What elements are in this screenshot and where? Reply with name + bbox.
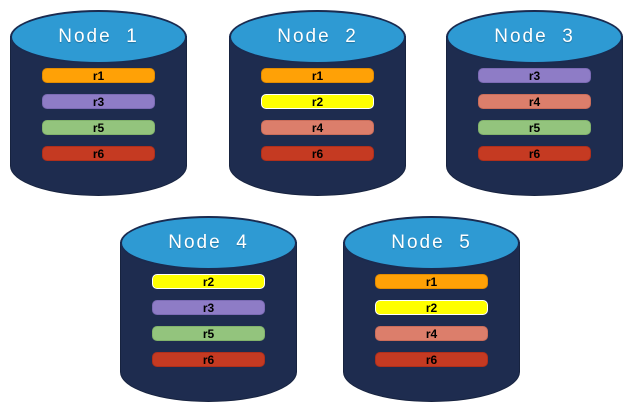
node-cylinder-3: Node 3 r3 r4 r5 r6 xyxy=(446,10,623,196)
cylinder-top: Node 5 xyxy=(343,216,520,270)
replica-bar: r6 xyxy=(375,352,488,367)
replica-label: r2 xyxy=(311,94,324,109)
replica-list: r1 r2 r4 r6 xyxy=(229,68,406,161)
replica-label: r6 xyxy=(425,352,438,367)
replica-label: r6 xyxy=(202,352,215,367)
replica-bar: r6 xyxy=(42,146,155,161)
cylinder-top: Node 2 xyxy=(229,10,406,64)
replica-bar: r1 xyxy=(261,68,374,83)
replica-bar: r1 xyxy=(42,68,155,83)
replica-label: r6 xyxy=(92,146,105,161)
replica-label: r3 xyxy=(92,94,105,109)
replica-label: r1 xyxy=(92,68,105,83)
replica-label: r1 xyxy=(311,68,324,83)
node-title: Node 3 xyxy=(494,26,575,47)
replica-bar: r3 xyxy=(478,68,591,83)
replica-bar: r6 xyxy=(261,146,374,161)
replica-bar: r3 xyxy=(152,300,265,315)
replica-bar: r2 xyxy=(261,94,374,109)
replica-label: r6 xyxy=(311,146,324,161)
cylinder-top: Node 3 xyxy=(446,10,623,64)
replica-list: r1 r3 r5 r6 xyxy=(10,68,187,161)
replica-label: r5 xyxy=(92,120,105,135)
replica-list: r1 r2 r4 r6 xyxy=(343,274,520,367)
replica-label: r3 xyxy=(528,68,541,83)
replica-list: r2 r3 r5 r6 xyxy=(120,274,297,367)
replica-bar: r5 xyxy=(152,326,265,341)
replica-label: r4 xyxy=(425,326,438,341)
replica-label: r4 xyxy=(311,120,324,135)
replica-bar: r4 xyxy=(478,94,591,109)
replica-bar: r3 xyxy=(42,94,155,109)
node-cylinder-4: Node 4 r2 r3 r5 r6 xyxy=(120,216,297,402)
replica-label: r3 xyxy=(202,300,215,315)
replica-bar: r2 xyxy=(152,274,265,289)
node-cylinder-1: Node 1 r1 r3 r5 r6 xyxy=(10,10,187,196)
replica-label: r5 xyxy=(528,120,541,135)
replica-bar: r6 xyxy=(478,146,591,161)
replica-bar: r4 xyxy=(375,326,488,341)
replica-bar: r1 xyxy=(375,274,488,289)
replica-label: r4 xyxy=(528,94,541,109)
replica-label: r5 xyxy=(202,326,215,341)
replica-bar: r6 xyxy=(152,352,265,367)
node-cylinder-2: Node 2 r1 r2 r4 r6 xyxy=(229,10,406,196)
replica-bar: r4 xyxy=(261,120,374,135)
replica-bar: r5 xyxy=(42,120,155,135)
node-cylinder-5: Node 5 r1 r2 r4 r6 xyxy=(343,216,520,402)
node-title: Node 1 xyxy=(58,26,139,47)
node-title: Node 4 xyxy=(168,232,249,253)
replica-bar: r2 xyxy=(375,300,488,315)
node-title: Node 2 xyxy=(277,26,358,47)
cylinder-top: Node 4 xyxy=(120,216,297,270)
replica-label: r2 xyxy=(425,300,438,315)
replica-label: r2 xyxy=(202,274,215,289)
cylinder-top: Node 1 xyxy=(10,10,187,64)
node-title: Node 5 xyxy=(391,232,472,253)
replica-list: r3 r4 r5 r6 xyxy=(446,68,623,161)
replica-label: r1 xyxy=(425,274,438,289)
replica-label: r6 xyxy=(528,146,541,161)
replica-bar: r5 xyxy=(478,120,591,135)
